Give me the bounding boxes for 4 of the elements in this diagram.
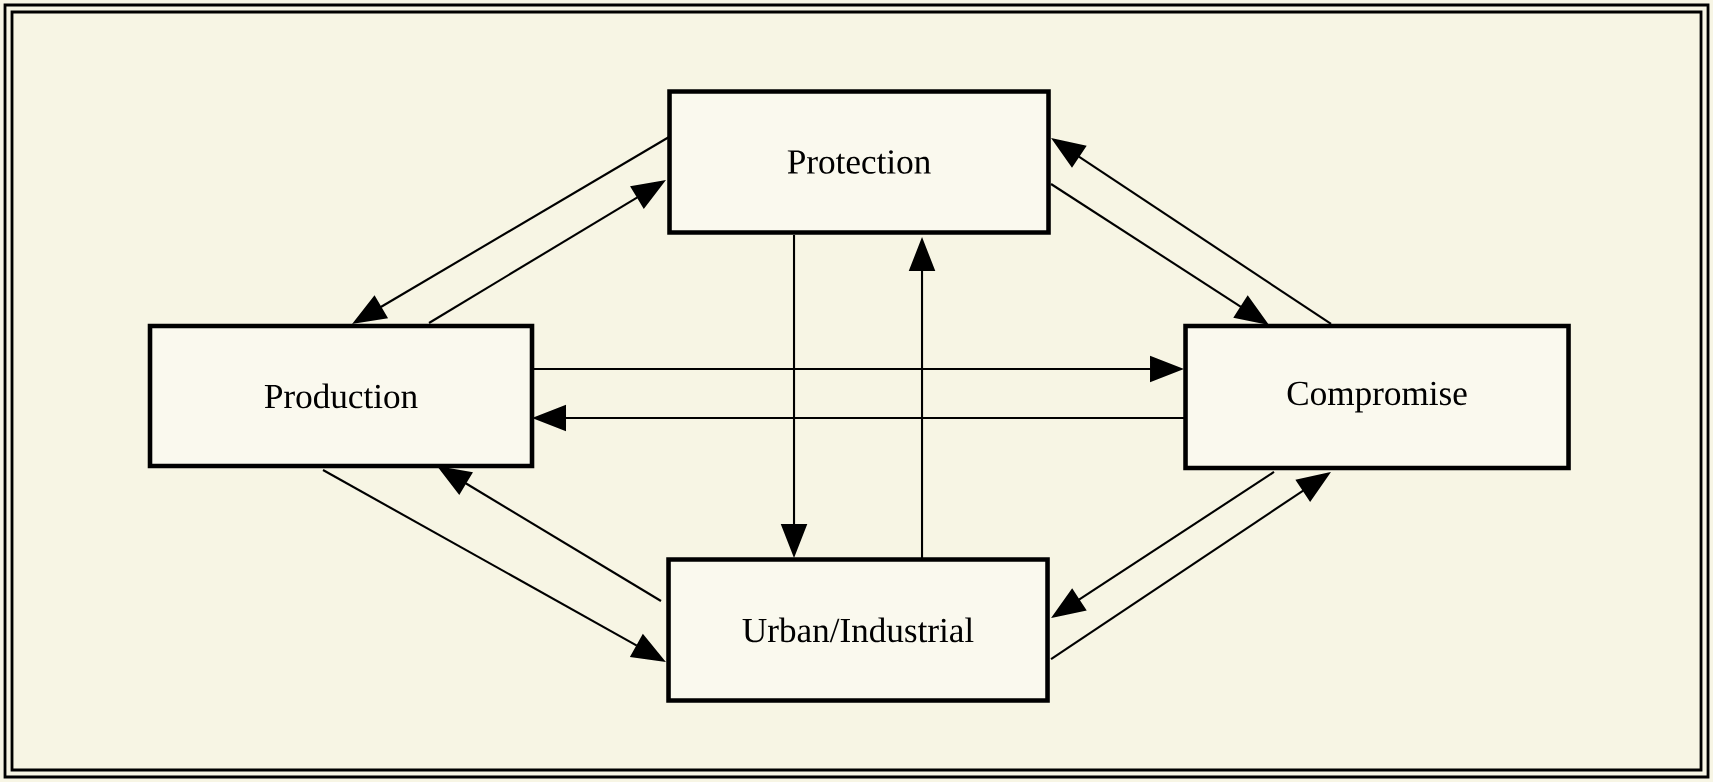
process-box: Compromise — [1183, 323, 1571, 471]
process-box: Protection — [667, 89, 1051, 235]
process-box: Production — [147, 323, 535, 469]
process-box: Urban/Industrial — [666, 557, 1050, 703]
